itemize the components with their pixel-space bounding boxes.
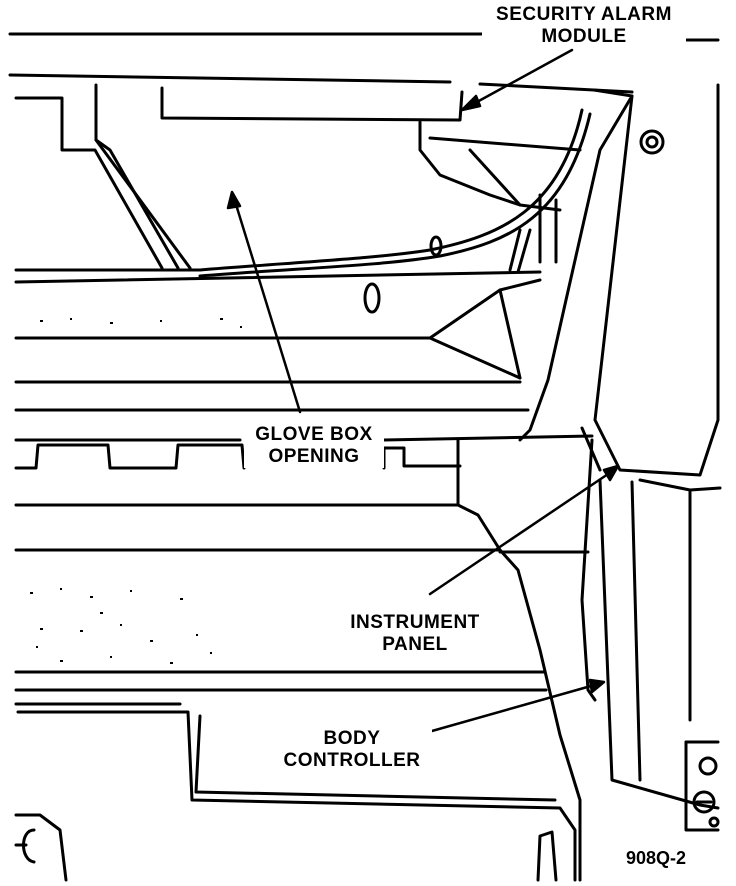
security-alarm-line1: SECURITY ALARM [496,4,672,25]
instrument-panel-line2: PANEL [382,634,448,655]
lower-console [14,702,577,882]
glove-box-line1: GLOVE BOX [255,424,373,445]
glove-box-line2: OPENING [268,446,360,467]
body-controller-line2: CONTROLLER [283,750,421,771]
instrument-panel-line1: INSTRUMENT [350,612,480,633]
bottom-left-hardware [14,813,68,882]
instrument-panel-label: INSTRUMENT PANEL [340,612,490,656]
body-controller-label: BODY CONTROLLER [272,728,432,772]
body-controller-line1: BODY [323,728,381,749]
a-pillar-trim [518,83,720,477]
instrument-panel-lower [14,438,722,882]
glove-box-opening-label: GLOVE BOX OPENING [244,424,384,468]
glove-box-outline [14,434,594,470]
security-alarm-module-label: SECURITY ALARM MODULE [482,4,686,48]
figure-reference-number: 908Q-2 [626,848,687,868]
body-controller-bracket [684,740,720,832]
wiring-harness [198,108,592,278]
stipple-texture [30,318,242,664]
security-alarm-line2: MODULE [541,26,627,47]
dash-rails [14,268,542,412]
glove-box-housing [14,83,464,270]
security-alarm-module [418,120,582,264]
